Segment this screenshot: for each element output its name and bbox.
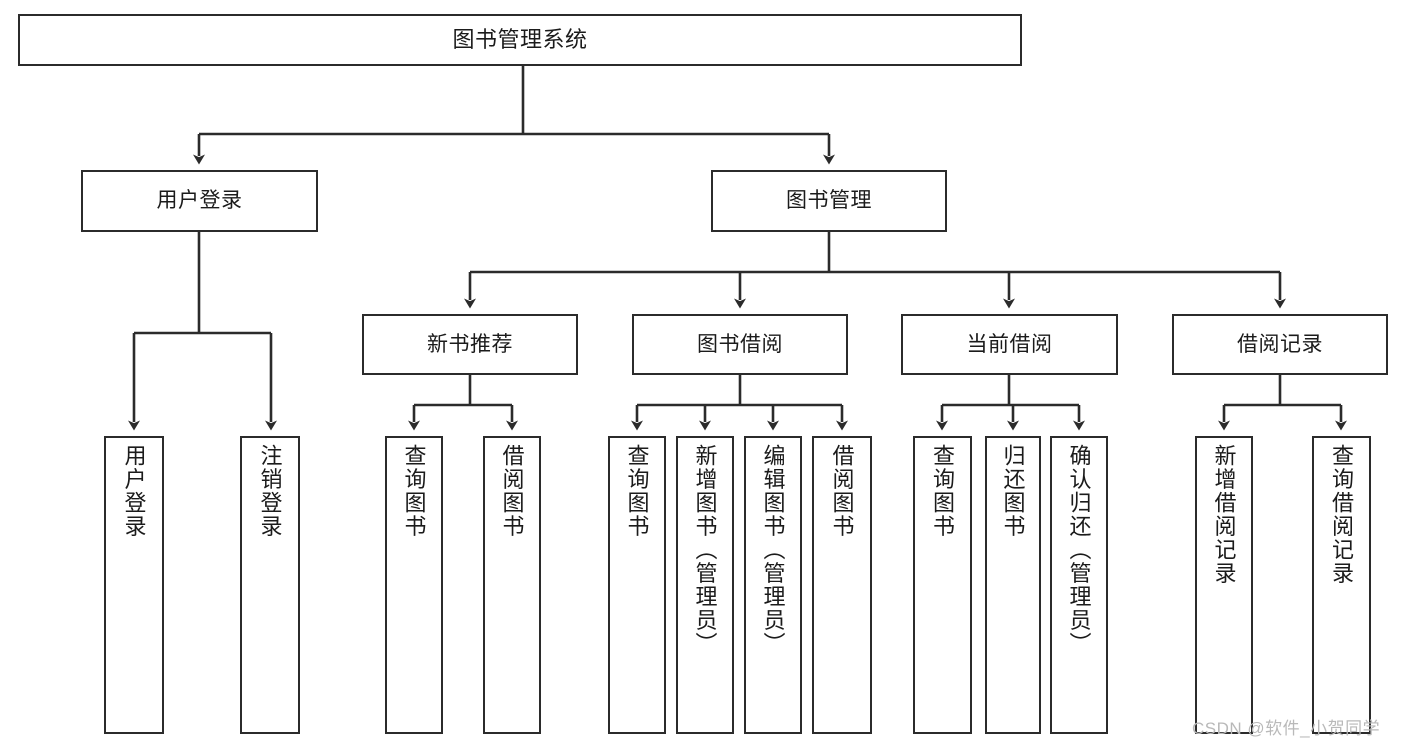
leaf-return-book-label: 归还图书 (1000, 444, 1026, 538)
node-book-borrow-label: 图书借阅 (697, 332, 783, 356)
leaf-logout[interactable]: 注销登录 (240, 436, 300, 734)
leaf-query-book-current[interactable]: 查询图书 (913, 436, 972, 734)
node-book-management[interactable]: 图书管理 (711, 170, 947, 232)
leaf-query-book-borrow[interactable]: 查询图书 (608, 436, 666, 734)
leaf-query-book-new-label: 查询图书 (401, 444, 427, 538)
leaf-confirm-return-admin[interactable]: 确认归还（管理员） (1050, 436, 1108, 734)
leaf-edit-book-admin[interactable]: 编辑图书（管理员） (744, 436, 802, 734)
leaf-add-borrow-record-label: 新增借阅记录 (1211, 444, 1237, 585)
leaf-add-book-admin-label: 新增图书（管理员） (692, 444, 718, 656)
leaf-edit-book-admin-label: 编辑图书（管理员） (760, 444, 786, 656)
node-new-book-recommend-label: 新书推荐 (427, 332, 513, 356)
leaf-query-book-current-label: 查询图书 (930, 444, 956, 538)
leaf-add-book-admin[interactable]: 新增图书（管理员） (676, 436, 734, 734)
node-root-label: 图书管理系统 (452, 26, 588, 52)
leaf-user-login[interactable]: 用户登录 (104, 436, 164, 734)
leaf-borrow-book[interactable]: 借阅图书 (812, 436, 872, 734)
node-current-borrow-label: 当前借阅 (966, 332, 1053, 356)
leaf-borrow-book-new-label: 借阅图书 (499, 444, 525, 538)
node-book-borrow[interactable]: 图书借阅 (632, 314, 848, 375)
leaf-borrow-book-label: 借阅图书 (829, 444, 855, 538)
node-book-management-label: 图书管理 (786, 189, 872, 213)
leaf-user-login-label: 用户登录 (121, 444, 147, 538)
leaf-query-borrow-record-label: 查询借阅记录 (1329, 444, 1355, 585)
leaf-return-book[interactable]: 归还图书 (985, 436, 1041, 734)
node-borrow-record[interactable]: 借阅记录 (1172, 314, 1388, 375)
leaf-add-borrow-record[interactable]: 新增借阅记录 (1195, 436, 1253, 734)
leaf-query-borrow-record[interactable]: 查询借阅记录 (1312, 436, 1371, 734)
leaf-query-book-borrow-label: 查询图书 (624, 444, 650, 538)
leaf-borrow-book-new[interactable]: 借阅图书 (483, 436, 541, 734)
node-borrow-record-label: 借阅记录 (1237, 332, 1323, 356)
leaf-logout-label: 注销登录 (257, 444, 283, 538)
leaf-confirm-return-admin-label: 确认归还（管理员） (1066, 444, 1092, 656)
node-user-login[interactable]: 用户登录 (81, 170, 318, 232)
node-new-book-recommend[interactable]: 新书推荐 (362, 314, 578, 375)
leaf-query-book-new[interactable]: 查询图书 (385, 436, 443, 734)
node-user-login-label: 用户登录 (156, 189, 243, 213)
node-current-borrow[interactable]: 当前借阅 (901, 314, 1118, 375)
node-root[interactable]: 图书管理系统 (18, 14, 1022, 66)
